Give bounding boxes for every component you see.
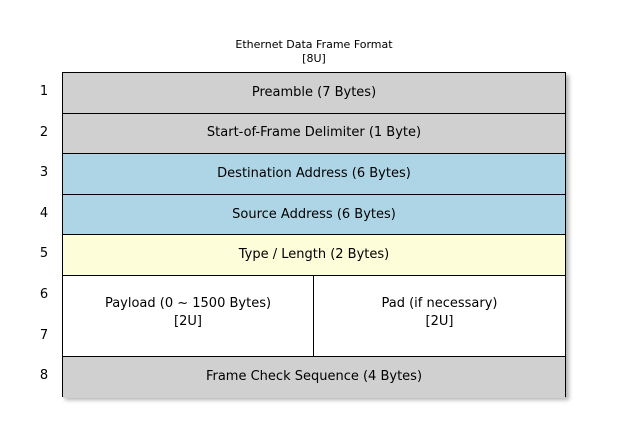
page-title-subscript: [8U] bbox=[302, 52, 326, 65]
row-number-1: 1 bbox=[39, 84, 49, 99]
frame-field-payload: Payload (0 ~ 1500 Bytes) [2U] bbox=[63, 275, 314, 357]
frame-field-pad: Pad (if necessary) [2U] bbox=[314, 276, 565, 356]
frame-field-fcs-label: Frame Check Sequence (4 Bytes) bbox=[205, 369, 423, 385]
frame-field-payload-label-group: Payload (0 ~ 1500 Bytes) [2U] bbox=[105, 295, 271, 331]
row-number-8: 8 bbox=[39, 368, 49, 384]
frame-field-sfd: Start-of-Frame Delimiter (1 Byte) bbox=[63, 113, 565, 155]
frame-field-type-length: Type / Length (2 Bytes) bbox=[63, 235, 565, 276]
frame-field-destination-address: Destination Address (6 Bytes) bbox=[63, 154, 565, 195]
frame-field-pad-sublabel: [2U] bbox=[425, 314, 454, 330]
row-number-4: 4 bbox=[39, 205, 49, 221]
frame-field-preamble-label: Preamble (7 Bytes) bbox=[251, 84, 377, 100]
row-number-7: 7 bbox=[39, 327, 49, 343]
frame-field-pad-label: Pad (if necessary) bbox=[381, 296, 498, 312]
frame-field-destination-address-label: Destination Address (6 Bytes) bbox=[217, 165, 411, 181]
frame-field-table: Preamble (7 Bytes) Start-of-Frame Delimi… bbox=[62, 72, 566, 398]
frame-field-type-length-label: Type / Length (2 Bytes) bbox=[238, 247, 390, 263]
row-number-gutter: 1 2 3 4 5 6 7 8 bbox=[30, 72, 58, 397]
frame-field-payload-label: Payload (0 ~ 1500 Bytes) bbox=[104, 296, 272, 312]
row-number-6: 6 bbox=[39, 286, 49, 302]
frame-field-pad-label-group: Pad (if necessary) [2U] bbox=[381, 295, 497, 331]
page-title: Ethernet Data Frame Format bbox=[235, 38, 393, 51]
frame-field-payload-pad-row: Payload (0 ~ 1500 Bytes) [2U] Pad (if ne… bbox=[63, 275, 565, 358]
frame-field-source-address: Source Address (6 Bytes) bbox=[63, 194, 565, 236]
row-number-3: 3 bbox=[39, 165, 49, 181]
frame-field-sfd-label: Start-of-Frame Delimiter (1 Byte) bbox=[206, 125, 422, 141]
frame-field-source-address-label: Source Address (6 Bytes) bbox=[232, 206, 396, 222]
frame-field-preamble: Preamble (7 Bytes) bbox=[63, 73, 565, 114]
row-number-5: 5 bbox=[39, 246, 49, 262]
row-number-2: 2 bbox=[39, 124, 49, 140]
frame-field-fcs: Frame Check Sequence (4 Bytes) bbox=[63, 357, 565, 398]
diagram-title-block: Ethernet Data Frame Format [8U] bbox=[62, 38, 566, 66]
frame-field-payload-sublabel: [2U] bbox=[174, 314, 202, 330]
